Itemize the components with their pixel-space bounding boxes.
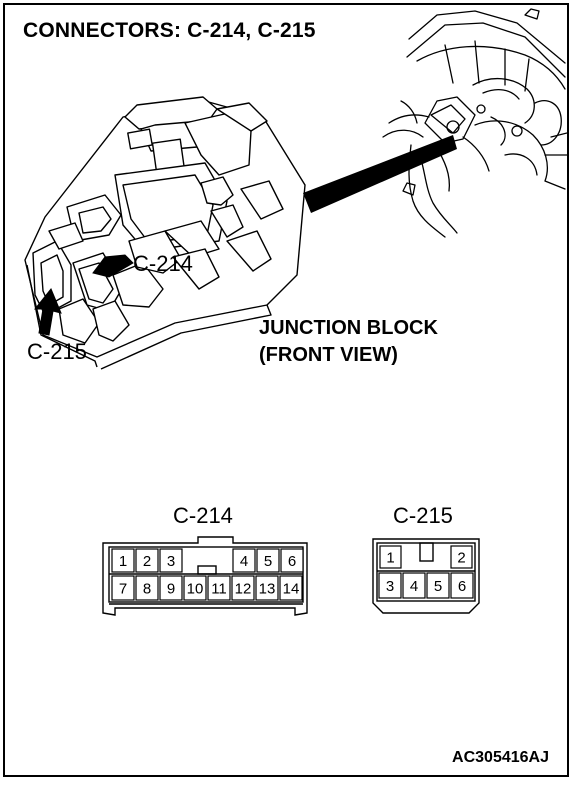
c214-pin-7-cell bbox=[111, 575, 135, 601]
pointer-wedge bbox=[303, 135, 457, 213]
junction-block-drawing bbox=[24, 96, 306, 370]
diagram-frame: CONNECTORS: C-214, C-215 bbox=[3, 3, 569, 777]
c214-pin-14: 14 bbox=[283, 581, 300, 598]
c215-connector-label: C-215 bbox=[393, 503, 453, 528]
c214-pin-13: 13 bbox=[259, 581, 276, 598]
c214-pin-12: 12 bbox=[235, 581, 252, 598]
junction-block-caption: JUNCTION BLOCK (FRONT VIEW) bbox=[259, 315, 438, 369]
c214-pin-10: 10 bbox=[187, 581, 204, 598]
caption-line-2: (FRONT VIEW) bbox=[259, 344, 398, 366]
c214-callout-label: C-214 bbox=[133, 251, 193, 276]
c214-pin-9: 9 bbox=[167, 581, 175, 598]
c214-pin-11-cell bbox=[207, 575, 231, 601]
c214-pin-5: 5 bbox=[264, 553, 272, 570]
c215-pin-2: 2 bbox=[457, 550, 465, 567]
c214-pin-6: 6 bbox=[288, 553, 296, 570]
c214-pin-8-cell bbox=[135, 575, 159, 601]
c214-pin-11: 11 bbox=[211, 581, 227, 598]
c215-callout-label: C-215 bbox=[27, 339, 87, 364]
c214-pin-4: 4 bbox=[240, 553, 248, 570]
c215-pin-6: 6 bbox=[458, 578, 466, 595]
c214-pin-9-cell bbox=[159, 575, 183, 601]
c214-pin-1: 1 bbox=[119, 553, 127, 570]
c215-pin-1-cell bbox=[379, 545, 402, 569]
c215-pin-6-cell bbox=[450, 572, 474, 599]
c214-pin-6-cell bbox=[280, 548, 304, 573]
c214-pin-13-cell bbox=[255, 575, 279, 601]
c214-pin-4-cell bbox=[232, 548, 256, 573]
c214-pin-3-cell bbox=[159, 548, 183, 573]
c215-pin-3-cell bbox=[378, 572, 402, 599]
c215-pin-1: 1 bbox=[386, 550, 394, 567]
c214-pin-14-cell bbox=[279, 575, 303, 601]
vehicle-dashboard-drawing bbox=[382, 8, 567, 238]
page-title: CONNECTORS: C-214, C-215 bbox=[23, 19, 316, 42]
c214-pin-12-cell bbox=[231, 575, 255, 601]
c214-arrow bbox=[92, 254, 134, 278]
callout-arrows bbox=[33, 254, 134, 336]
c215-pin-2-cell bbox=[450, 545, 473, 569]
c215-pin-3: 3 bbox=[386, 578, 394, 595]
figure-id: AC305416AJ bbox=[452, 749, 549, 766]
c214-pin-1-cell bbox=[111, 548, 135, 573]
c214-pin-3: 3 bbox=[167, 553, 175, 570]
c215-pin-4: 4 bbox=[410, 578, 418, 595]
caption-line-1: JUNCTION BLOCK bbox=[259, 317, 438, 339]
c215-pin-5: 5 bbox=[434, 578, 442, 595]
c214-pin-2: 2 bbox=[143, 553, 151, 570]
c214-connector-label: C-214 bbox=[173, 503, 233, 528]
c214-pin-7: 7 bbox=[119, 581, 127, 598]
c214-pin-10-cell bbox=[183, 575, 207, 601]
c215-pin-4-cell bbox=[402, 572, 426, 599]
c214-pin-5-cell bbox=[256, 548, 280, 573]
c214-pin-8: 8 bbox=[143, 581, 151, 598]
c214-pin-2-cell bbox=[135, 548, 159, 573]
c215-arrow bbox=[33, 288, 62, 336]
c215-pin-5-cell bbox=[426, 572, 450, 599]
